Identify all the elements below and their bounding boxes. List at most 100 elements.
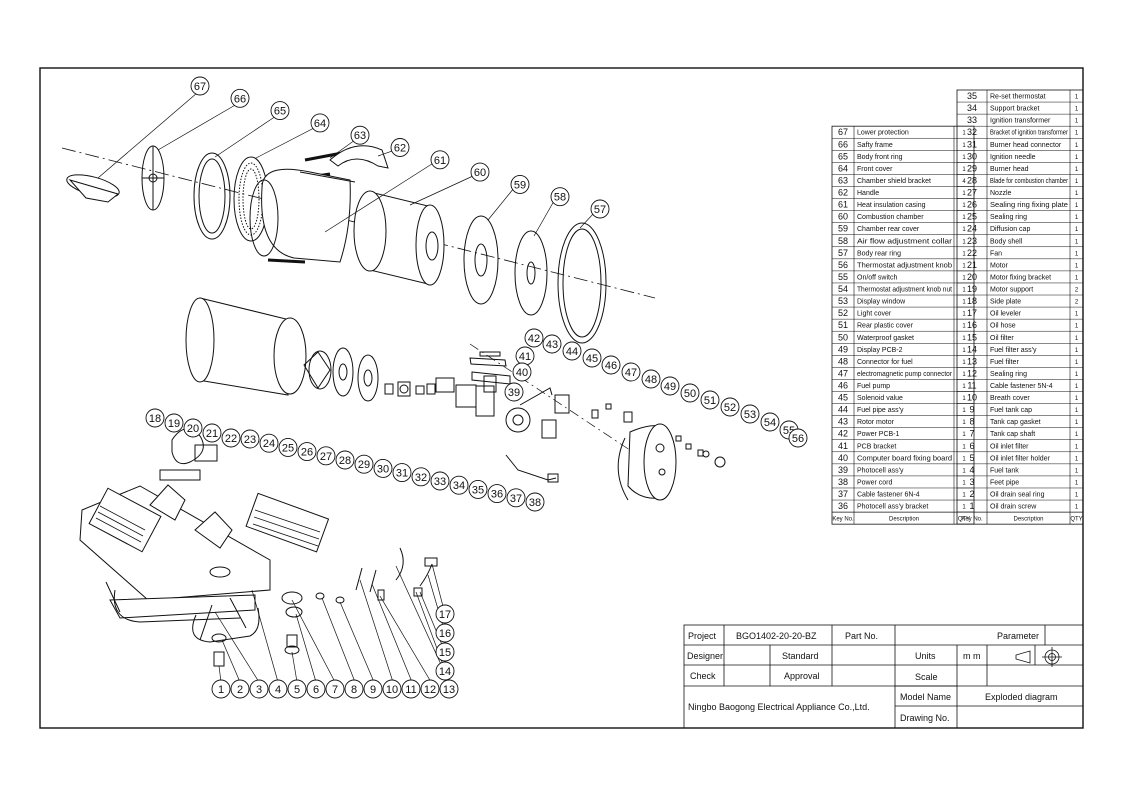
callout-circle-29 bbox=[354, 454, 374, 474]
callout-circle-43 bbox=[542, 334, 562, 354]
callout-label-54: 54 bbox=[764, 417, 776, 429]
parts-left-qty-40: 1 bbox=[962, 456, 966, 462]
parts-left-key-39: 39 bbox=[838, 465, 848, 475]
parts-right-key-8: 8 bbox=[969, 417, 974, 427]
callout-label-67: 67 bbox=[194, 81, 206, 93]
callout-circle-11 bbox=[401, 679, 421, 699]
parts-right-qty-27: 1 bbox=[1075, 191, 1079, 197]
model-name-label: Model Name bbox=[900, 692, 951, 702]
callout-label-29: 29 bbox=[358, 459, 370, 471]
parts-right-desc-35: Re-set thermostat bbox=[990, 94, 1046, 101]
parts-right-qty-9: 1 bbox=[1075, 408, 1079, 414]
callout-circle-8 bbox=[344, 679, 364, 699]
part-no-label: Part No. bbox=[845, 631, 878, 641]
parts-right-desc-28: Blade for combustion chamber bbox=[990, 178, 1069, 185]
fuel-pipe-part bbox=[519, 387, 553, 406]
units-value: m m bbox=[963, 651, 981, 661]
callout-circle-17 bbox=[435, 604, 455, 624]
callout-label-40: 40 bbox=[516, 367, 528, 379]
parts-right-desc-11: Cable fastener 5N-4 bbox=[990, 383, 1053, 390]
parts-left-desc-53: Display window bbox=[857, 299, 906, 306]
parts-left-desc-50: Waterproof gasket bbox=[857, 335, 914, 342]
callout-circle-34 bbox=[449, 475, 469, 495]
parts-right-desc-30: Ignition needle bbox=[990, 154, 1036, 161]
parts-right-key-26: 26 bbox=[967, 200, 977, 210]
callout-circle-61 bbox=[430, 150, 450, 170]
callout-label-28: 28 bbox=[339, 455, 351, 467]
parts-left-qty-58: 1 bbox=[962, 239, 966, 245]
parts-left-desc-62: Handle bbox=[857, 190, 879, 197]
parts-left-key-51: 51 bbox=[838, 320, 848, 330]
parts-right-header-key: Key No. bbox=[961, 517, 983, 523]
exploded-view-illustration bbox=[61, 92, 726, 683]
parts-left-qty-55: 1 bbox=[962, 275, 966, 281]
parts-right-desc-7: Tank cap shaft bbox=[990, 431, 1035, 438]
parts-right-key-7: 7 bbox=[969, 429, 974, 439]
parts-right-qty-5: 1 bbox=[1075, 456, 1079, 462]
parts-left-key-42: 42 bbox=[838, 429, 848, 439]
callout-label-8: 8 bbox=[351, 684, 357, 696]
parts-right-qty-14: 1 bbox=[1075, 348, 1079, 354]
callout-label-9: 9 bbox=[370, 684, 376, 696]
parts-right-key-24: 24 bbox=[967, 224, 977, 234]
parts-left-desc-47: electromagnetic pump connector bbox=[857, 371, 953, 378]
callout-label-10: 10 bbox=[386, 684, 398, 696]
callout-label-46: 46 bbox=[605, 360, 617, 372]
parts-right-desc-27: Nozzle bbox=[990, 190, 1012, 197]
parts-right-desc-17: Oil leveler bbox=[990, 311, 1022, 318]
center-axis-line-lower bbox=[469, 343, 661, 471]
sealing-ring-fixing-plate-part bbox=[357, 354, 379, 402]
parts-right-desc-8: Tank cap gasket bbox=[990, 419, 1041, 426]
callout-label-53: 53 bbox=[744, 409, 756, 421]
parts-left-qty-36: 1 bbox=[962, 505, 966, 511]
callout-circle-39 bbox=[504, 382, 524, 402]
parts-left-qty-52: 1 bbox=[962, 312, 966, 318]
callout-label-6: 6 bbox=[313, 684, 319, 696]
parts-right-qty-1: 1 bbox=[1075, 505, 1079, 511]
parts-left-key-66: 66 bbox=[838, 139, 848, 149]
parts-left-desc-39: Photocell ass'y bbox=[857, 467, 904, 474]
parts-right-qty-31: 1 bbox=[1075, 143, 1079, 149]
parts-right-qty-15: 1 bbox=[1075, 336, 1079, 342]
parts-left-desc-42: Power PCB-1 bbox=[857, 431, 900, 438]
callout-label-27: 27 bbox=[320, 451, 332, 463]
parts-left-qty-39: 1 bbox=[962, 468, 966, 474]
scale-label: Scale bbox=[915, 672, 938, 682]
callout-circle-20 bbox=[183, 418, 203, 438]
callout-circle-15 bbox=[435, 642, 455, 662]
parts-right-qty-13: 1 bbox=[1075, 360, 1079, 366]
callout-circle-35 bbox=[468, 479, 488, 499]
parts-right-key-11: 11 bbox=[967, 381, 976, 391]
callout-label-38: 38 bbox=[529, 497, 541, 509]
parts-right-key-9: 9 bbox=[969, 405, 974, 415]
parts-left-qty-67: 1 bbox=[962, 131, 966, 137]
parts-right-qty-34: 1 bbox=[1075, 107, 1079, 113]
parts-left-desc-58: Air flow adjustment collar bbox=[857, 238, 953, 245]
callout-circle-57 bbox=[590, 199, 610, 219]
parts-right-desc-31: Burner head connector bbox=[990, 142, 1062, 149]
knob-small-parts bbox=[675, 435, 726, 468]
callout-circle-32 bbox=[411, 467, 431, 487]
callout-circle-56 bbox=[788, 428, 808, 448]
callout-label-57: 57 bbox=[594, 204, 606, 216]
parts-left-desc-46: Fuel pump bbox=[857, 383, 890, 390]
parts-left-qty-50: 1 bbox=[962, 336, 966, 342]
waterproof-gasket-part bbox=[617, 437, 629, 501]
parts-left-qty-57: 1 bbox=[962, 251, 966, 257]
callout-circle-65 bbox=[270, 101, 290, 121]
parts-right-qty-17: 1 bbox=[1075, 312, 1079, 318]
parts-right-key-6: 6 bbox=[969, 441, 974, 451]
parts-right-key-25: 25 bbox=[967, 212, 977, 222]
parts-left-qty-62: 1 bbox=[962, 191, 966, 197]
parts-left-qty-54: 1 bbox=[962, 288, 966, 294]
parts-right-desc-25: Sealing ring bbox=[990, 214, 1027, 221]
parts-left-key-63: 63 bbox=[838, 175, 848, 185]
callout-circle-7 bbox=[325, 679, 345, 699]
callout-circle-30 bbox=[373, 458, 393, 478]
callout-label-24: 24 bbox=[263, 438, 275, 450]
callout-circle-63 bbox=[350, 125, 370, 145]
parts-right-desc-15: Oil filter bbox=[990, 335, 1014, 342]
parts-right-qty-28: 1 bbox=[1075, 179, 1079, 185]
callout-label-32: 32 bbox=[415, 472, 427, 484]
parts-right-key-29: 29 bbox=[967, 163, 977, 173]
